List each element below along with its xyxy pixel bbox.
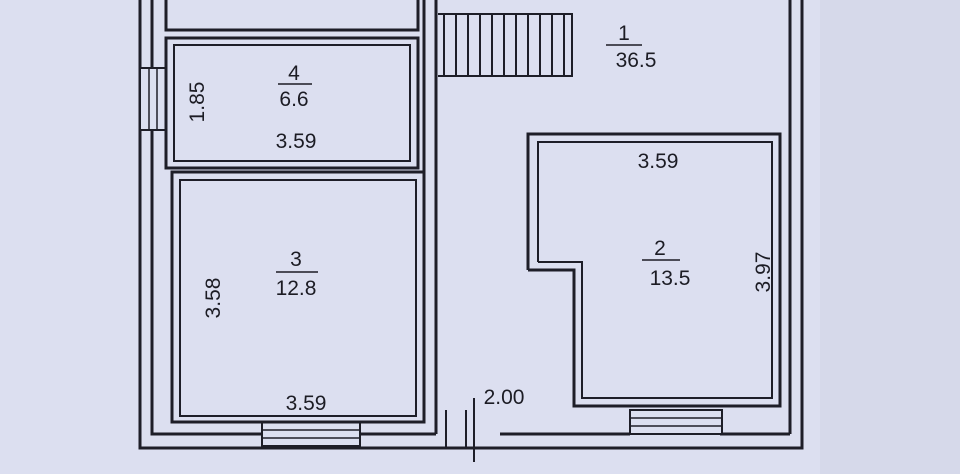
room-3-width: 3.59	[286, 392, 327, 415]
room-4-outline	[164, 36, 420, 170]
room-2-inner	[537, 141, 773, 399]
top-room-outline	[164, 0, 420, 32]
room-2-area: 13.5	[650, 267, 691, 290]
room-2-number: 2	[654, 237, 666, 260]
room-3-number: 3	[290, 248, 302, 271]
room-4-width: 3.59	[276, 130, 317, 153]
room-2-height: 3.97	[752, 252, 775, 293]
room-4-area: 6.6	[279, 88, 308, 111]
room-1-number: 1	[618, 22, 630, 45]
room-3-height: 3.58	[202, 278, 225, 319]
staircase	[438, 13, 573, 77]
left-window	[139, 67, 167, 131]
door-opening-dimension: 2.00	[484, 386, 525, 409]
paper-shade	[820, 0, 960, 474]
room-3-inner	[179, 179, 417, 417]
room-4-number: 4	[288, 62, 300, 85]
bottom-window-right	[629, 409, 723, 435]
room-3-area: 12.8	[276, 277, 317, 300]
bottom-window-left	[261, 421, 361, 447]
entrance-door	[445, 398, 475, 462]
room-1-area: 36.5	[616, 49, 657, 72]
room-4-height: 1.85	[186, 82, 209, 123]
room-2-outline	[526, 132, 782, 408]
room-2-width: 3.59	[638, 150, 679, 173]
room-4-inner	[173, 44, 411, 162]
